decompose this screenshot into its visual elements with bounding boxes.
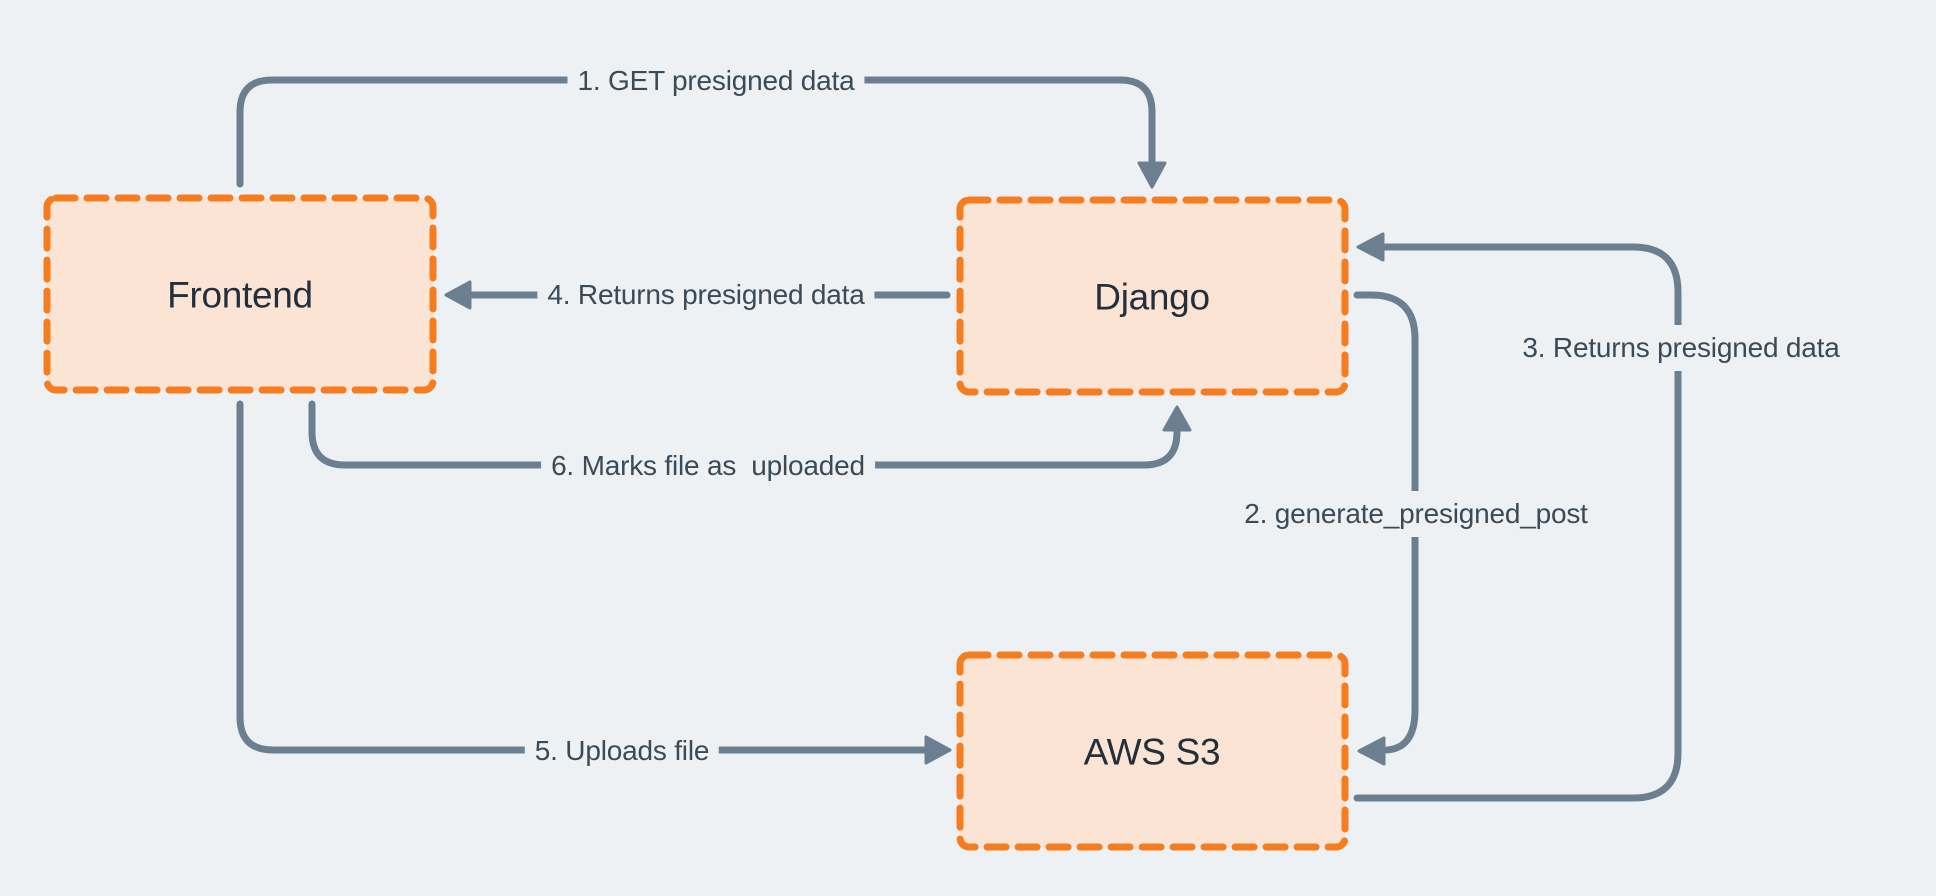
edge-uploads-file [236, 400, 931, 754]
frontend-box [43, 194, 437, 394]
arrowhead-left-into-s3 [1357, 736, 1386, 766]
frontend-label: Frontend [167, 274, 313, 316]
arrowhead-down-into-django [1137, 161, 1167, 189]
django-box [956, 196, 1349, 396]
edge-label-returns-presigned-data-4: 4. Returns presigned data [537, 272, 875, 318]
arrowhead-right-into-s3 [924, 735, 952, 765]
django-label: Django [1094, 276, 1210, 318]
aws-s3-label: AWS S3 [1083, 731, 1221, 773]
aws-s3-box [956, 651, 1349, 851]
arrowhead-left-into-frontend [444, 280, 472, 310]
arrowhead-left-into-django [1356, 232, 1385, 262]
edge-label-marks-file-uploaded: 6. Marks file as uploaded [541, 443, 875, 489]
edge-label-returns-presigned-data-3: 3. Returns presigned data [1512, 325, 1850, 371]
arrowhead-up-into-django [1162, 405, 1192, 432]
edge-returns-presigned-data-to-django [1353, 243, 1682, 802]
edge-generate-presigned-post [1353, 291, 1419, 754]
edge-label-generate-presigned-post: 2. generate_presigned_post [1234, 491, 1598, 537]
edge-label-get-presigned-data: 1. GET presigned data [567, 58, 865, 104]
edge-label-uploads-file: 5. Uploads file [524, 728, 720, 774]
